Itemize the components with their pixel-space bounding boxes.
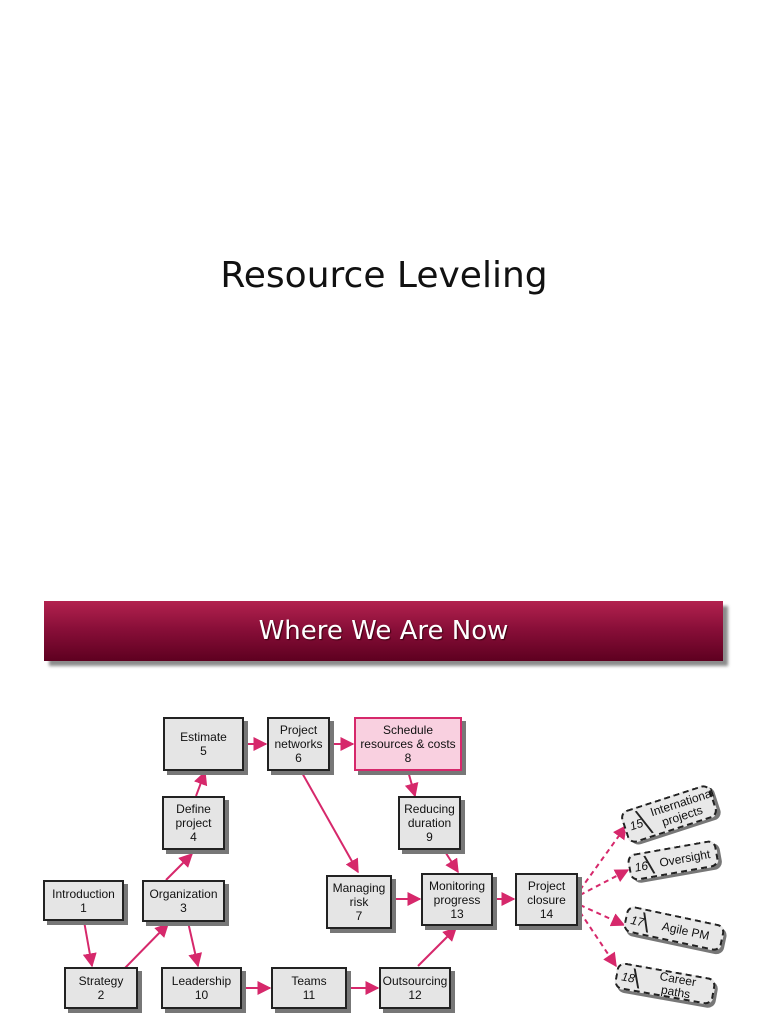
box-outsourcing: Outsourcing 12: [379, 967, 451, 1009]
slide-title: Resource Leveling: [220, 255, 548, 296]
box-managing-risk: Managing risk 7: [326, 875, 392, 929]
arrow-closure-oversight: [579, 869, 630, 896]
arrow-define-estimate: [194, 770, 208, 797]
box-schedule-resources-costs: Schedule resources & costs 8: [354, 717, 462, 771]
arrow-strategy-organization: [124, 922, 169, 969]
arrow-reducing-monitoring: [443, 849, 459, 874]
arrow-organization-define: [165, 853, 193, 881]
box-define-project: Define project 4: [162, 796, 225, 850]
box-monitoring-progress: Monitoring progress 13: [421, 873, 493, 926]
arrow-networks-managing-risk: [300, 770, 359, 874]
box-introduction: Introduction 1: [43, 880, 124, 921]
box-project-closure: Project closure 14: [515, 873, 578, 926]
arrow-closure-international: [579, 824, 627, 891]
where-we-are-banner: Where We Are Now: [44, 601, 723, 661]
arrow-organization-leadership: [187, 921, 203, 968]
arrow-schedule-reducing: [404, 770, 419, 798]
box-strategy: Strategy 2: [64, 967, 138, 1009]
arrow-outsourcing-monitoring: [417, 927, 457, 967]
box-leadership: Leadership 10: [161, 967, 242, 1009]
arrow-introduction-strategy: [82, 920, 97, 968]
box-teams: Teams 11: [271, 967, 347, 1009]
box-organization: Organization 3: [142, 880, 225, 922]
arrow-closure-agile: [579, 904, 626, 927]
box-estimate: Estimate 5: [163, 717, 244, 771]
arrow-closure-career: [579, 911, 617, 968]
box-reducing-duration: Reducing duration 9: [398, 796, 461, 850]
box-project-networks: Project networks 6: [267, 717, 330, 771]
banner-title: Where We Are Now: [258, 616, 509, 646]
